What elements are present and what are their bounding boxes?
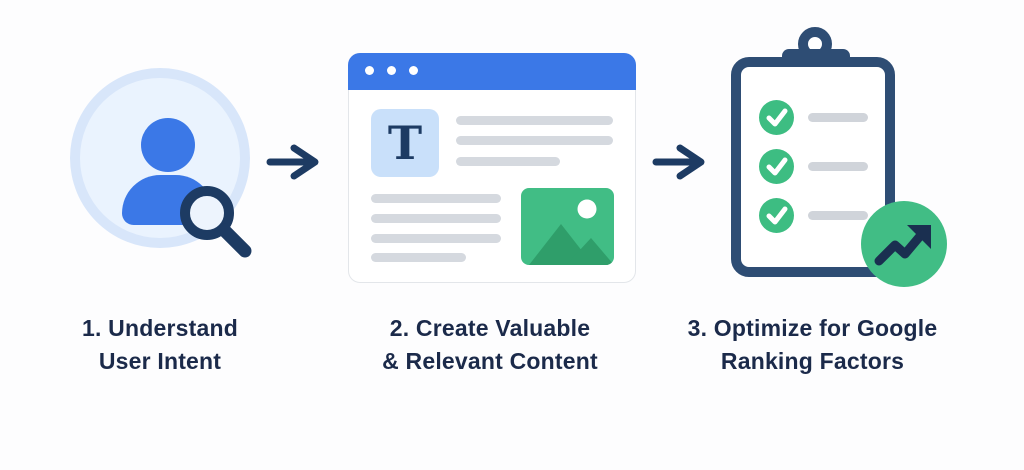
text-line — [371, 234, 501, 243]
window-dot-icon — [386, 65, 396, 75]
step-1-label: 1. Understand User Intent — [30, 312, 290, 378]
window-dot-icon — [408, 65, 418, 75]
step-3-label: 3. Optimize for Google Ranking Factors — [660, 312, 965, 378]
text-line — [456, 116, 613, 125]
browser-titlebar — [347, 52, 636, 90]
text-block-icon: T — [371, 109, 439, 177]
browser-content-icon: T — [347, 52, 636, 283]
avatar-head — [141, 118, 195, 172]
step-2-label-line2: & Relevant Content — [382, 348, 598, 374]
checklist-line — [808, 211, 868, 220]
check-circle-icon — [759, 149, 794, 184]
step-2-label-line1: 2. Create Valuable — [389, 315, 591, 341]
step-2-label: 2. Create Valuable & Relevant Content — [350, 312, 630, 378]
checklist-line — [808, 162, 868, 171]
window-dot-icon — [364, 65, 374, 75]
arrow-right-icon — [266, 144, 319, 180]
text-line — [371, 194, 501, 203]
step-3-label-line2: Ranking Factors — [720, 348, 905, 374]
checklist-line — [808, 113, 868, 122]
text-line — [456, 157, 560, 166]
trending-up-badge-icon — [861, 201, 947, 287]
user-search-icon — [70, 68, 250, 248]
letter-t-glyph: T — [387, 116, 423, 170]
text-line — [371, 253, 466, 262]
text-line — [456, 136, 613, 145]
magnifier-icon — [180, 186, 252, 258]
text-line — [371, 214, 501, 223]
arrow-right-icon — [652, 144, 705, 180]
image-placeholder-icon — [521, 188, 614, 265]
step-1-label-line1: 1. Understand — [82, 315, 238, 341]
step-1-label-line2: User Intent — [98, 348, 222, 374]
check-circle-icon — [759, 198, 794, 233]
step-3-label-line1: 3. Optimize for Google — [687, 315, 938, 341]
check-circle-icon — [759, 100, 794, 135]
